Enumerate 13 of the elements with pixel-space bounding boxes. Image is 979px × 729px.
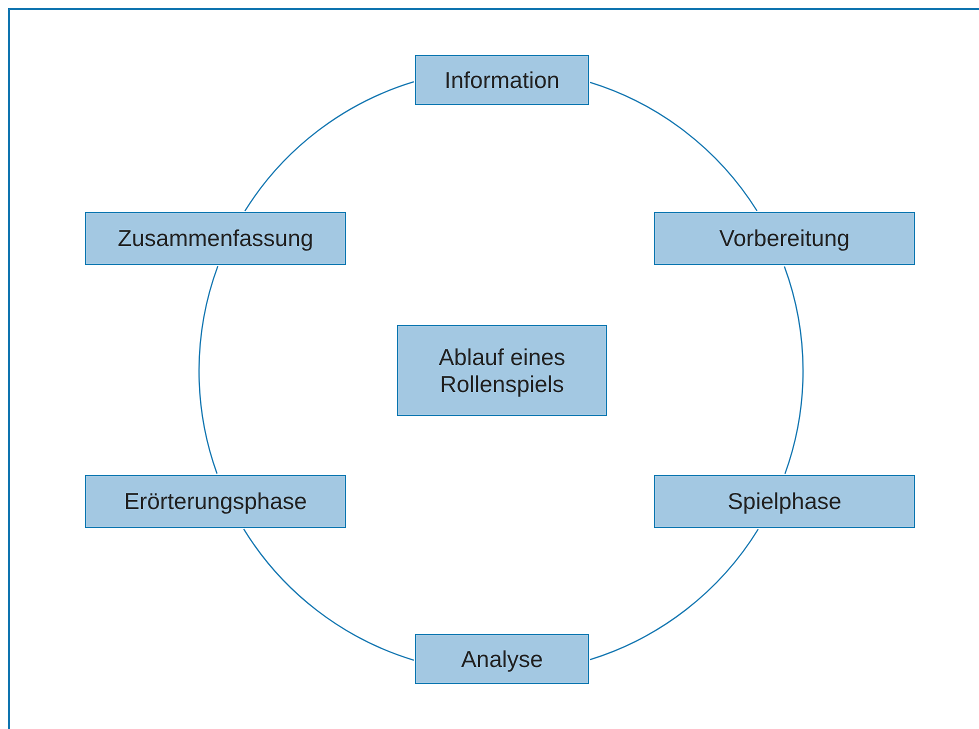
phase-box: Information	[415, 55, 589, 105]
phase-box: Zusammenfassung	[85, 212, 346, 265]
circle-arc-connector	[590, 528, 759, 660]
circle-arc-connector	[243, 528, 414, 661]
phase-box: Analyse	[415, 634, 589, 684]
phase-box: Vorbereitung	[654, 212, 915, 265]
phase-box: Erörterungsphase	[85, 475, 346, 528]
circle-arc-connector	[784, 266, 804, 474]
circle-arc-connector	[244, 81, 414, 212]
circle-arc-connector	[590, 82, 758, 212]
center-topic-box: Ablauf eines Rollenspiels	[397, 325, 607, 416]
phase-box: Spielphase	[654, 475, 915, 528]
circle-arc-connector	[198, 266, 218, 474]
